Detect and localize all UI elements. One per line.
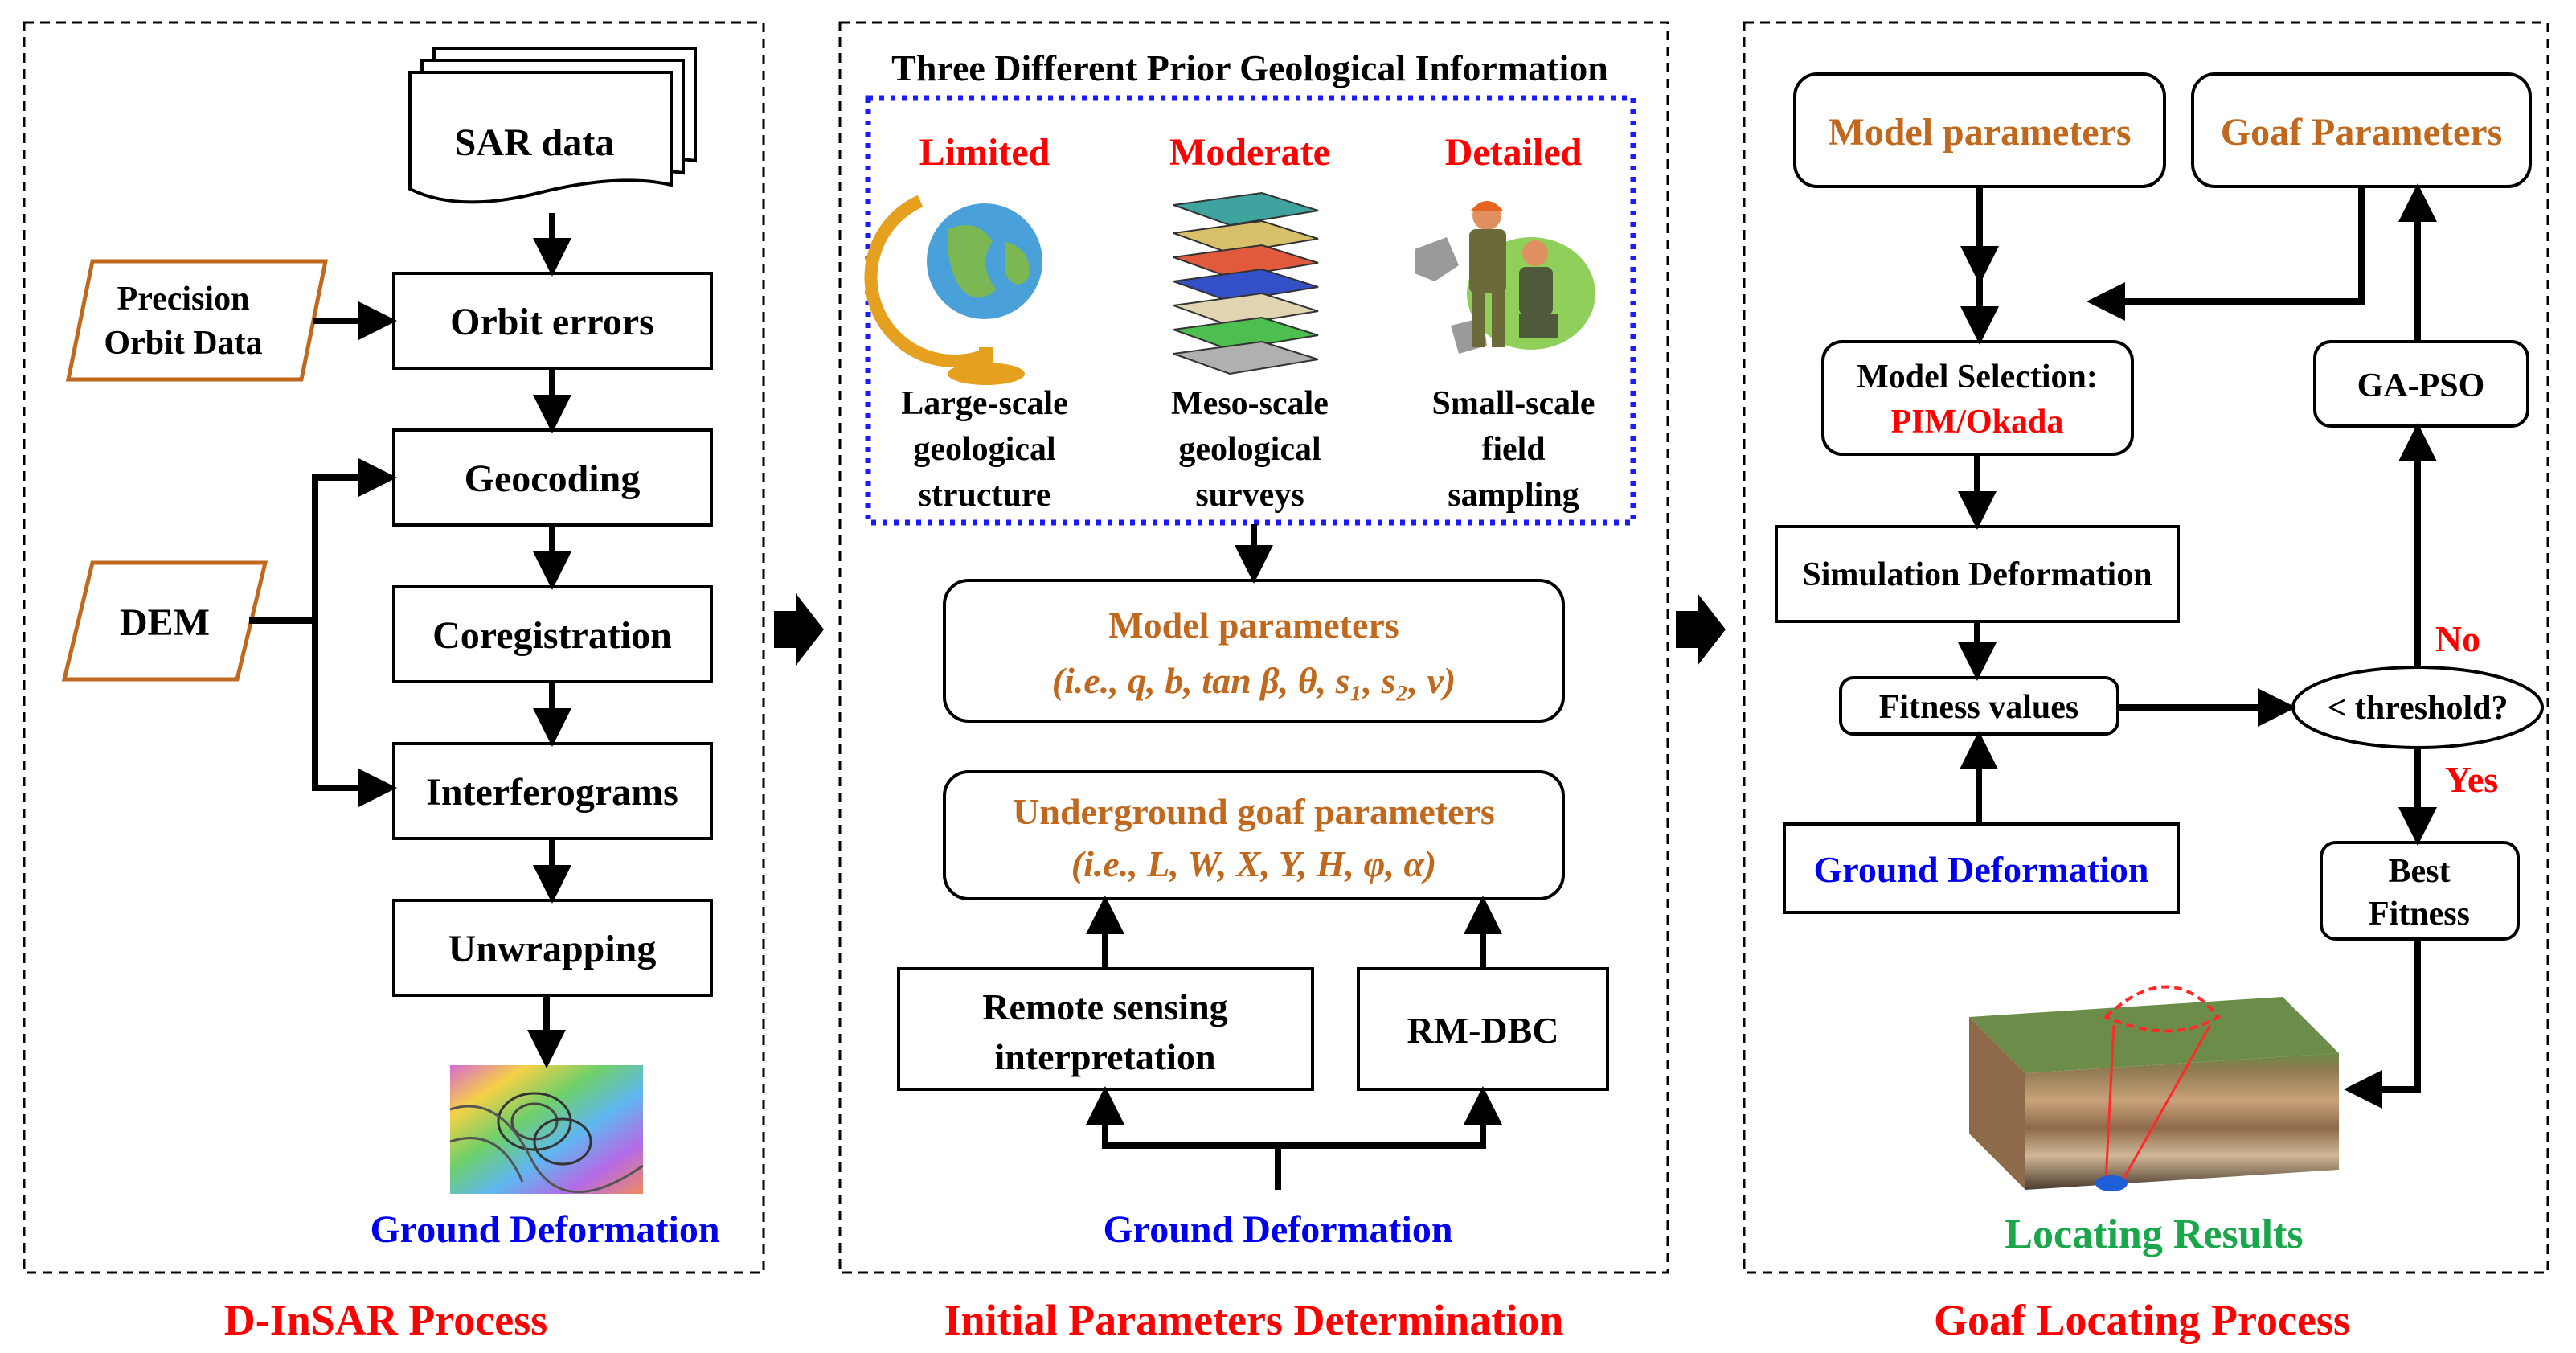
globe-icon (864, 195, 1042, 385)
panel-goaf-locating: Model parameters Goaf Parameters Model S… (1743, 21, 2549, 1344)
panel-arrow-2 (1676, 593, 1726, 666)
panel1-ground-deformation: Ground Deformation (370, 1208, 719, 1251)
geological-layers-icon (1173, 191, 1319, 375)
panel2-ground-deformation: Ground Deformation (1103, 1208, 1452, 1251)
geocoding-label: Geocoding (465, 457, 641, 500)
model-selection-label: Model Selection: (1857, 359, 2098, 396)
panel-initial-frame (838, 21, 1669, 1274)
sar-data-label: SAR data (455, 121, 615, 164)
panel-goaf-frame (1743, 21, 2549, 1274)
p3-goaf-params-label: Goaf Parameters (2221, 111, 2503, 154)
unwrapping-box (392, 899, 713, 997)
goaf-params-box (943, 770, 1565, 900)
p3-ground-label: Ground Deformation (1814, 849, 2149, 890)
panel2-caption: Initial Parameters Determination (944, 1296, 1564, 1344)
panel-arrow-1 (774, 593, 824, 666)
dem-shape (61, 560, 268, 682)
p3-model-params-label: Model parameters (1828, 111, 2131, 154)
coregistration-label: Coregistration (432, 614, 672, 657)
panel3-caption: Goaf Locating Process (1934, 1296, 2350, 1344)
precision-line1: Precision (117, 281, 250, 318)
orbit-errors-box (392, 272, 713, 370)
detailed-line1: Small-scale (1432, 385, 1595, 422)
rmdbc-box (1357, 967, 1609, 1091)
interferograms-label: Interferograms (426, 771, 678, 814)
moderate-line1: Meso-scale (1171, 385, 1329, 422)
panel-initial-params: Three Different Prior Geological Informa… (838, 21, 1669, 1344)
detailed-line2: field (1481, 431, 1545, 468)
moderate-heading: Moderate (1169, 131, 1330, 174)
yes-label: Yes (2445, 759, 2498, 800)
interferogram-image (449, 1065, 644, 1194)
arrow-ground-branch (1086, 1086, 1502, 1190)
pim-okada-label: PIM/Okada (1891, 404, 2064, 441)
limited-line2: geological (913, 431, 1055, 468)
limited-line3: structure (919, 477, 1051, 514)
best-line1: Best (2389, 853, 2451, 890)
locating-result-image (1969, 985, 2339, 1191)
ga-pso-label: GA-PSO (2357, 367, 2485, 404)
remote-line2: interpretation (994, 1036, 1215, 1077)
panel1-caption: D-InSAR Process (224, 1296, 548, 1344)
panel-dinsar-frame (23, 21, 765, 1274)
no-label: No (2435, 618, 2480, 659)
model-params-title: Model parameters (1108, 605, 1399, 646)
goaf-params-list: (i.e., L, W, X, Y, H, φ, α) (1071, 843, 1436, 884)
remote-line1: Remote sensing (982, 986, 1227, 1027)
fitness-label: Fitness values (1879, 689, 2079, 726)
detailed-heading: Detailed (1445, 131, 1583, 174)
prior-info-title: Three Different Prior Geological Informa… (891, 47, 1608, 88)
rmdbc-label: RM-DBC (1407, 1010, 1558, 1051)
best-line2: Fitness (2369, 896, 2470, 933)
orbit-errors-label: Orbit errors (450, 301, 654, 343)
threshold-label: < threshold? (2327, 690, 2508, 727)
goaf-params-title: Underground goaf parameters (1013, 791, 1495, 832)
moderate-line3: surveys (1195, 477, 1304, 514)
locating-results-label: Locating Results (2005, 1212, 2303, 1257)
field-geologists-icon (1415, 201, 1595, 354)
detailed-line3: sampling (1448, 477, 1579, 514)
precision-line2: Orbit Data (104, 325, 262, 362)
limited-heading: Limited (919, 131, 1050, 174)
unwrapping-label: Unwrapping (448, 928, 657, 970)
arrow-dem-branch (249, 458, 397, 807)
geocoding-box (392, 428, 713, 527)
model-params-list: (i.e., q, b, tan β, θ, s₁, s₂, ν) (1052, 660, 1456, 701)
dem-label: DEM (120, 601, 210, 644)
panel-dinsar: SAR data Precision Orbit Data Orbit erro… (23, 21, 765, 1344)
limited-line1: Large-scale (901, 385, 1068, 422)
remote-sensing-box (897, 967, 1314, 1091)
simulation-label: Simulation Deformation (1802, 556, 2152, 593)
precision-orbit-shape (65, 259, 329, 382)
moderate-line2: geological (1178, 431, 1321, 468)
prior-info-frame (865, 95, 1636, 526)
sar-data-icon (408, 47, 697, 204)
arrow-goaf-join (2087, 187, 2365, 321)
arrow-best-result (2344, 939, 2421, 1109)
